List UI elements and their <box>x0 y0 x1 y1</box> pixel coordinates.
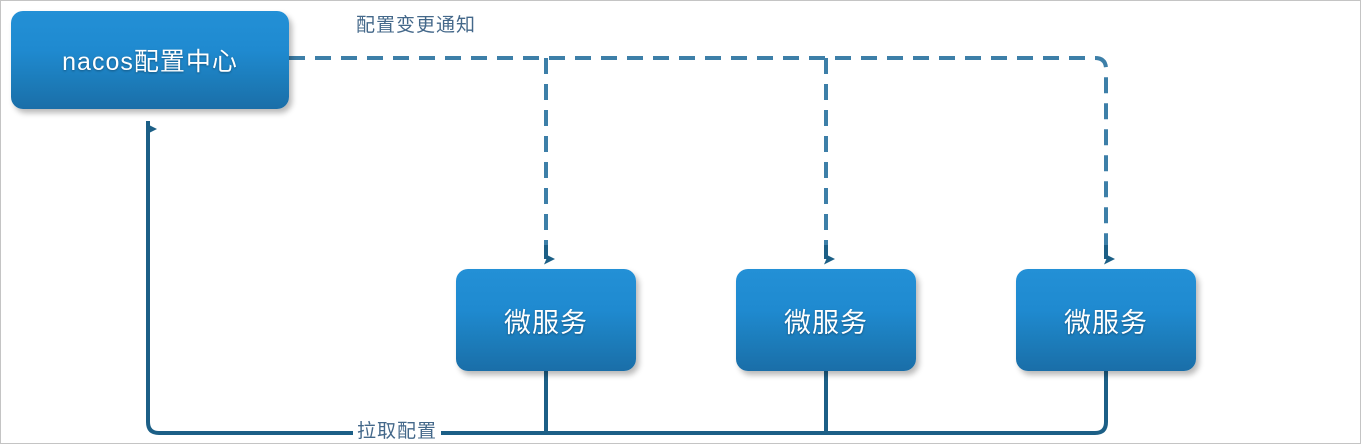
edge-notify-dashed <box>289 56 1108 245</box>
edge-label-config-change-notify: 配置变更通知 <box>356 15 477 36</box>
node-microservice-2-label: 微服务 <box>784 307 868 338</box>
node-microservice-3[interactable]: 微服务 <box>1016 269 1196 371</box>
node-nacos-config-center[interactable]: nacos配置中心 <box>11 11 289 109</box>
edge-notify-arrowheads <box>544 245 1115 265</box>
node-nacos-label: nacos配置中心 <box>62 48 238 76</box>
edge-label-pull-config: 拉取配置 <box>353 421 442 443</box>
node-microservice-2[interactable]: 微服务 <box>736 269 916 371</box>
node-microservice-1-label: 微服务 <box>504 307 588 338</box>
node-microservice-1[interactable]: 微服务 <box>456 269 636 371</box>
node-microservice-3-label: 微服务 <box>1064 307 1148 338</box>
edge-pull-solid <box>146 123 1108 435</box>
